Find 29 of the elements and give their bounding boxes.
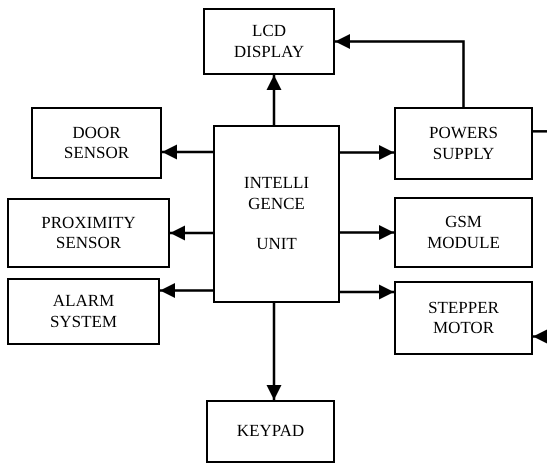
block-box	[203, 8, 335, 75]
block-label: DOOR SENSOR	[62, 122, 130, 164]
block-box	[394, 197, 533, 268]
block-label: STEPPER MOTOR	[427, 298, 500, 338]
block-box	[213, 125, 340, 303]
arrow	[335, 34, 465, 107]
block-label: PROXIMITY SENSOR	[40, 212, 137, 254]
block-box	[7, 198, 170, 268]
block-box	[394, 281, 533, 355]
arrow	[266, 75, 282, 125]
arrow	[533, 329, 547, 344]
arrow	[340, 145, 394, 160]
arrow	[340, 225, 394, 240]
block-label: KEYPAD	[236, 421, 304, 442]
block-box	[31, 107, 162, 179]
block-label: INTELLI GENCE	[242, 173, 310, 214]
block-box	[7, 278, 160, 345]
block-label: UNIT	[256, 234, 297, 255]
block-label: POWERS SUPPLY	[428, 123, 499, 164]
block-box	[394, 107, 533, 180]
arrow	[266, 303, 282, 400]
block-box	[206, 400, 335, 463]
block-label: LCD DISPLAY	[232, 21, 306, 62]
arrow	[162, 144, 213, 160]
block-label: ALARM SYSTEM	[48, 291, 118, 332]
arrow	[160, 283, 213, 298]
arrow	[170, 226, 213, 240]
block-label: GSM MODULE	[426, 212, 501, 253]
arrow	[340, 284, 394, 300]
